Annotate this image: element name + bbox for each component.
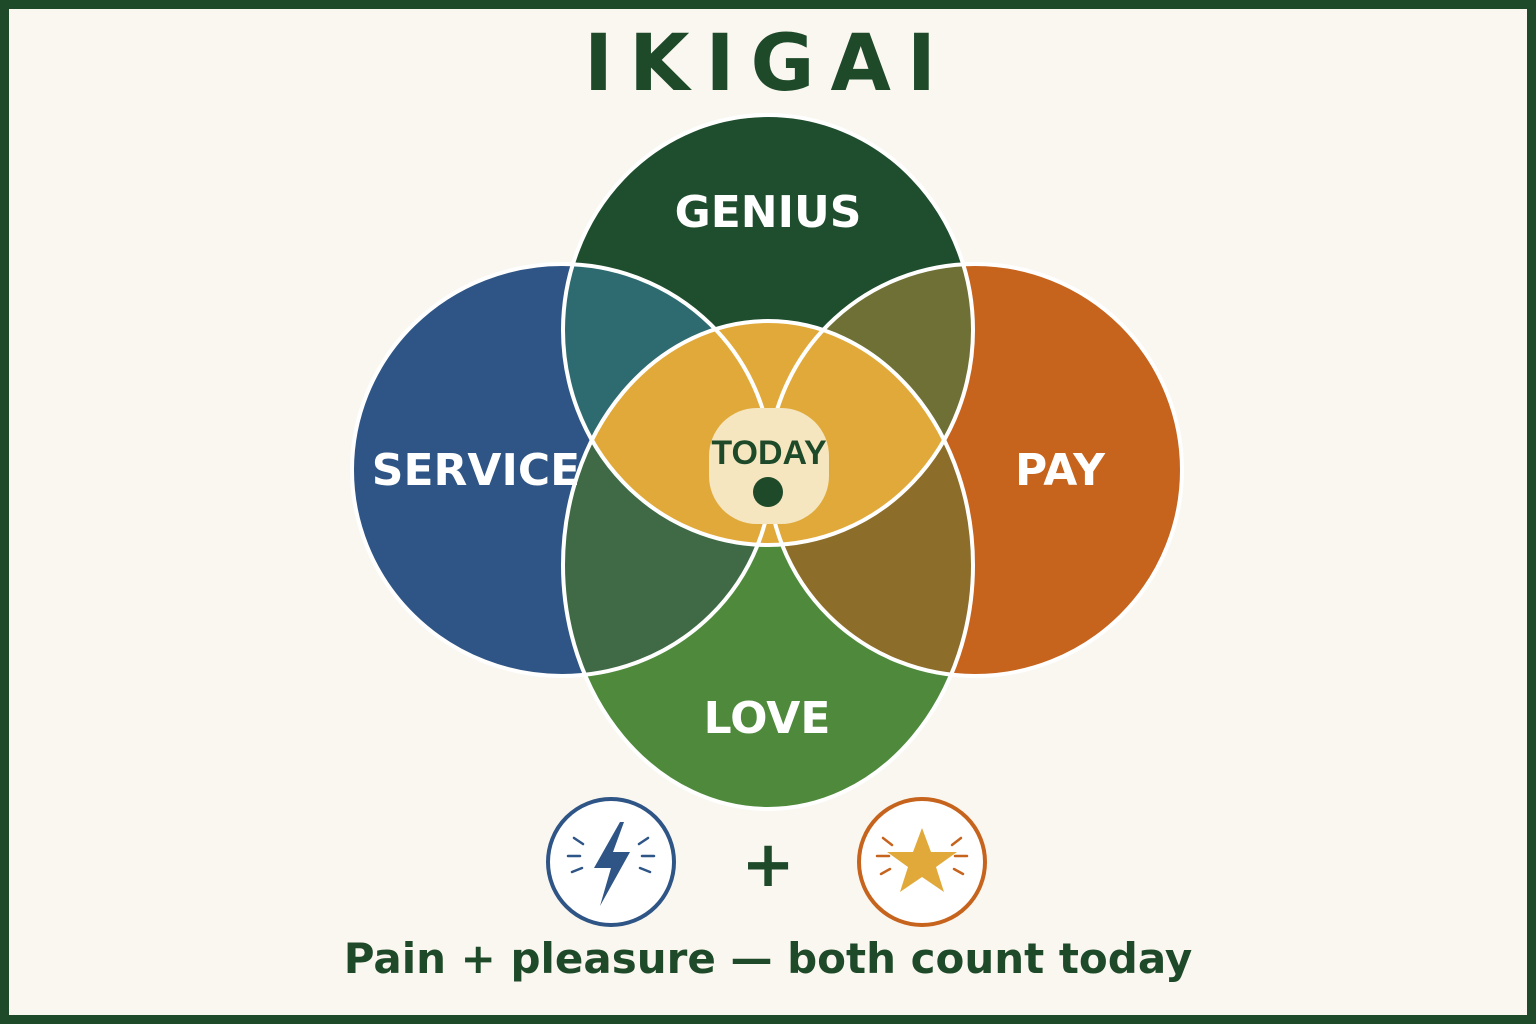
genius-love-overlap: [563, 321, 973, 545]
lightning-bolt-icon: [546, 797, 676, 927]
star-icon: [857, 797, 987, 927]
today-label: TODAY: [711, 434, 827, 472]
pay-label: PAY: [1015, 445, 1106, 496]
caption: Pain + pleasure — both count today: [343, 934, 1193, 983]
page-title: IKIGAI: [584, 19, 952, 109]
service-label: SERVICE: [372, 445, 580, 496]
love-label: LOVE: [704, 693, 831, 744]
genius-label: GENIUS: [675, 187, 862, 238]
today-badge: [709, 408, 829, 524]
today-dot: [753, 477, 783, 507]
plus-operator: +: [741, 828, 795, 902]
